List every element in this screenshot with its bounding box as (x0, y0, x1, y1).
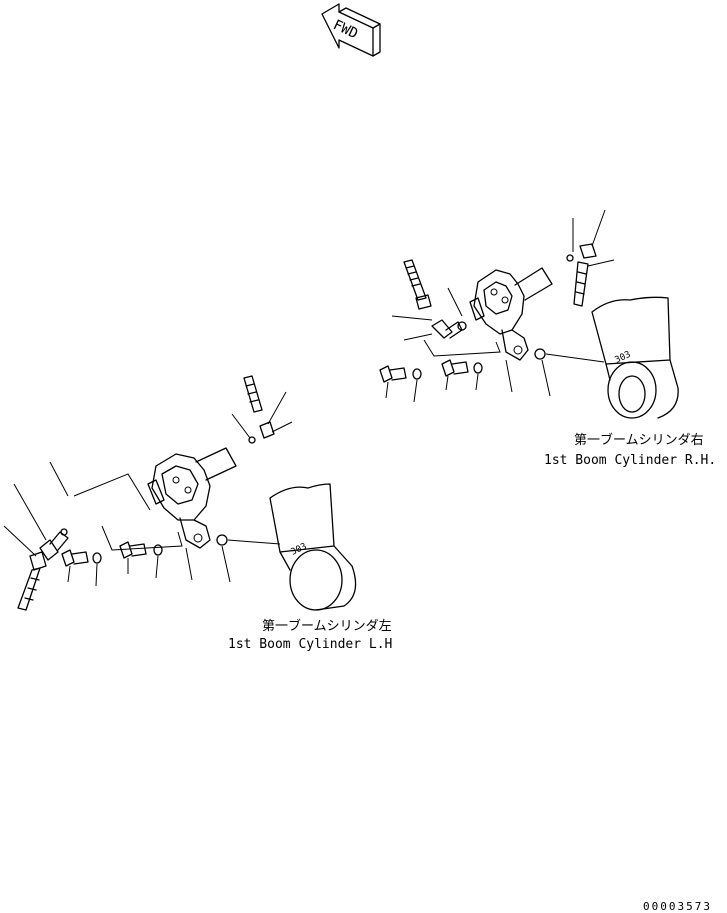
left-elbow-icon (39, 528, 69, 561)
right-long-bolt-icon (403, 259, 432, 310)
left-oring-icon (216, 534, 228, 546)
fwd-arrow-icon: FWD (321, 3, 381, 57)
left-small-bolt-icon (243, 375, 263, 413)
left-leader-lines (3, 391, 293, 587)
right-oring-icon (534, 348, 546, 360)
right-flange-bolt-1-icon (379, 365, 407, 383)
left-washer-2-icon (153, 544, 163, 556)
right-assembly: 303 第一ブームシリンダ右 1st Boom Cylinder R.H. (379, 209, 716, 468)
right-safety-valve-icon (469, 269, 529, 361)
right-leader-lines (385, 209, 615, 403)
left-safety-valve-icon (147, 453, 211, 549)
left-boom-cylinder-icon: 303 (269, 483, 357, 611)
right-small-bolt-icon (573, 261, 589, 307)
left-washer-1-icon (92, 552, 102, 564)
right-boom-cylinder-icon: 303 (591, 296, 679, 419)
left-assembly: 303 第一ブームシリンダ左 1st Boom Cylinder L.H (3, 375, 392, 652)
left-flange-bolt-2-icon (119, 541, 147, 559)
left-caption-en: 1st Boom Cylinder L.H (228, 637, 392, 652)
left-long-bolt-icon (17, 551, 47, 611)
right-washer-1-icon (412, 368, 422, 380)
left-flange-bolt-1-icon (61, 549, 89, 567)
right-flange-bolt-2-icon (441, 359, 469, 377)
right-washer-2-icon (473, 362, 483, 374)
svg-text:303: 303 (289, 542, 308, 558)
right-elbow-fitting-icon (566, 243, 597, 262)
right-caption-jp: 第一ブームシリンダ右 (574, 432, 704, 448)
left-elbow-fitting-icon (248, 421, 275, 444)
drawing-code: 00003573 (643, 900, 712, 913)
right-caption-en: 1st Boom Cylinder R.H. (544, 453, 716, 468)
right-elbow-icon (431, 319, 467, 339)
fwd-label: FWD (331, 17, 361, 42)
left-caption-jp: 第一ブームシリンダ左 (262, 618, 392, 634)
